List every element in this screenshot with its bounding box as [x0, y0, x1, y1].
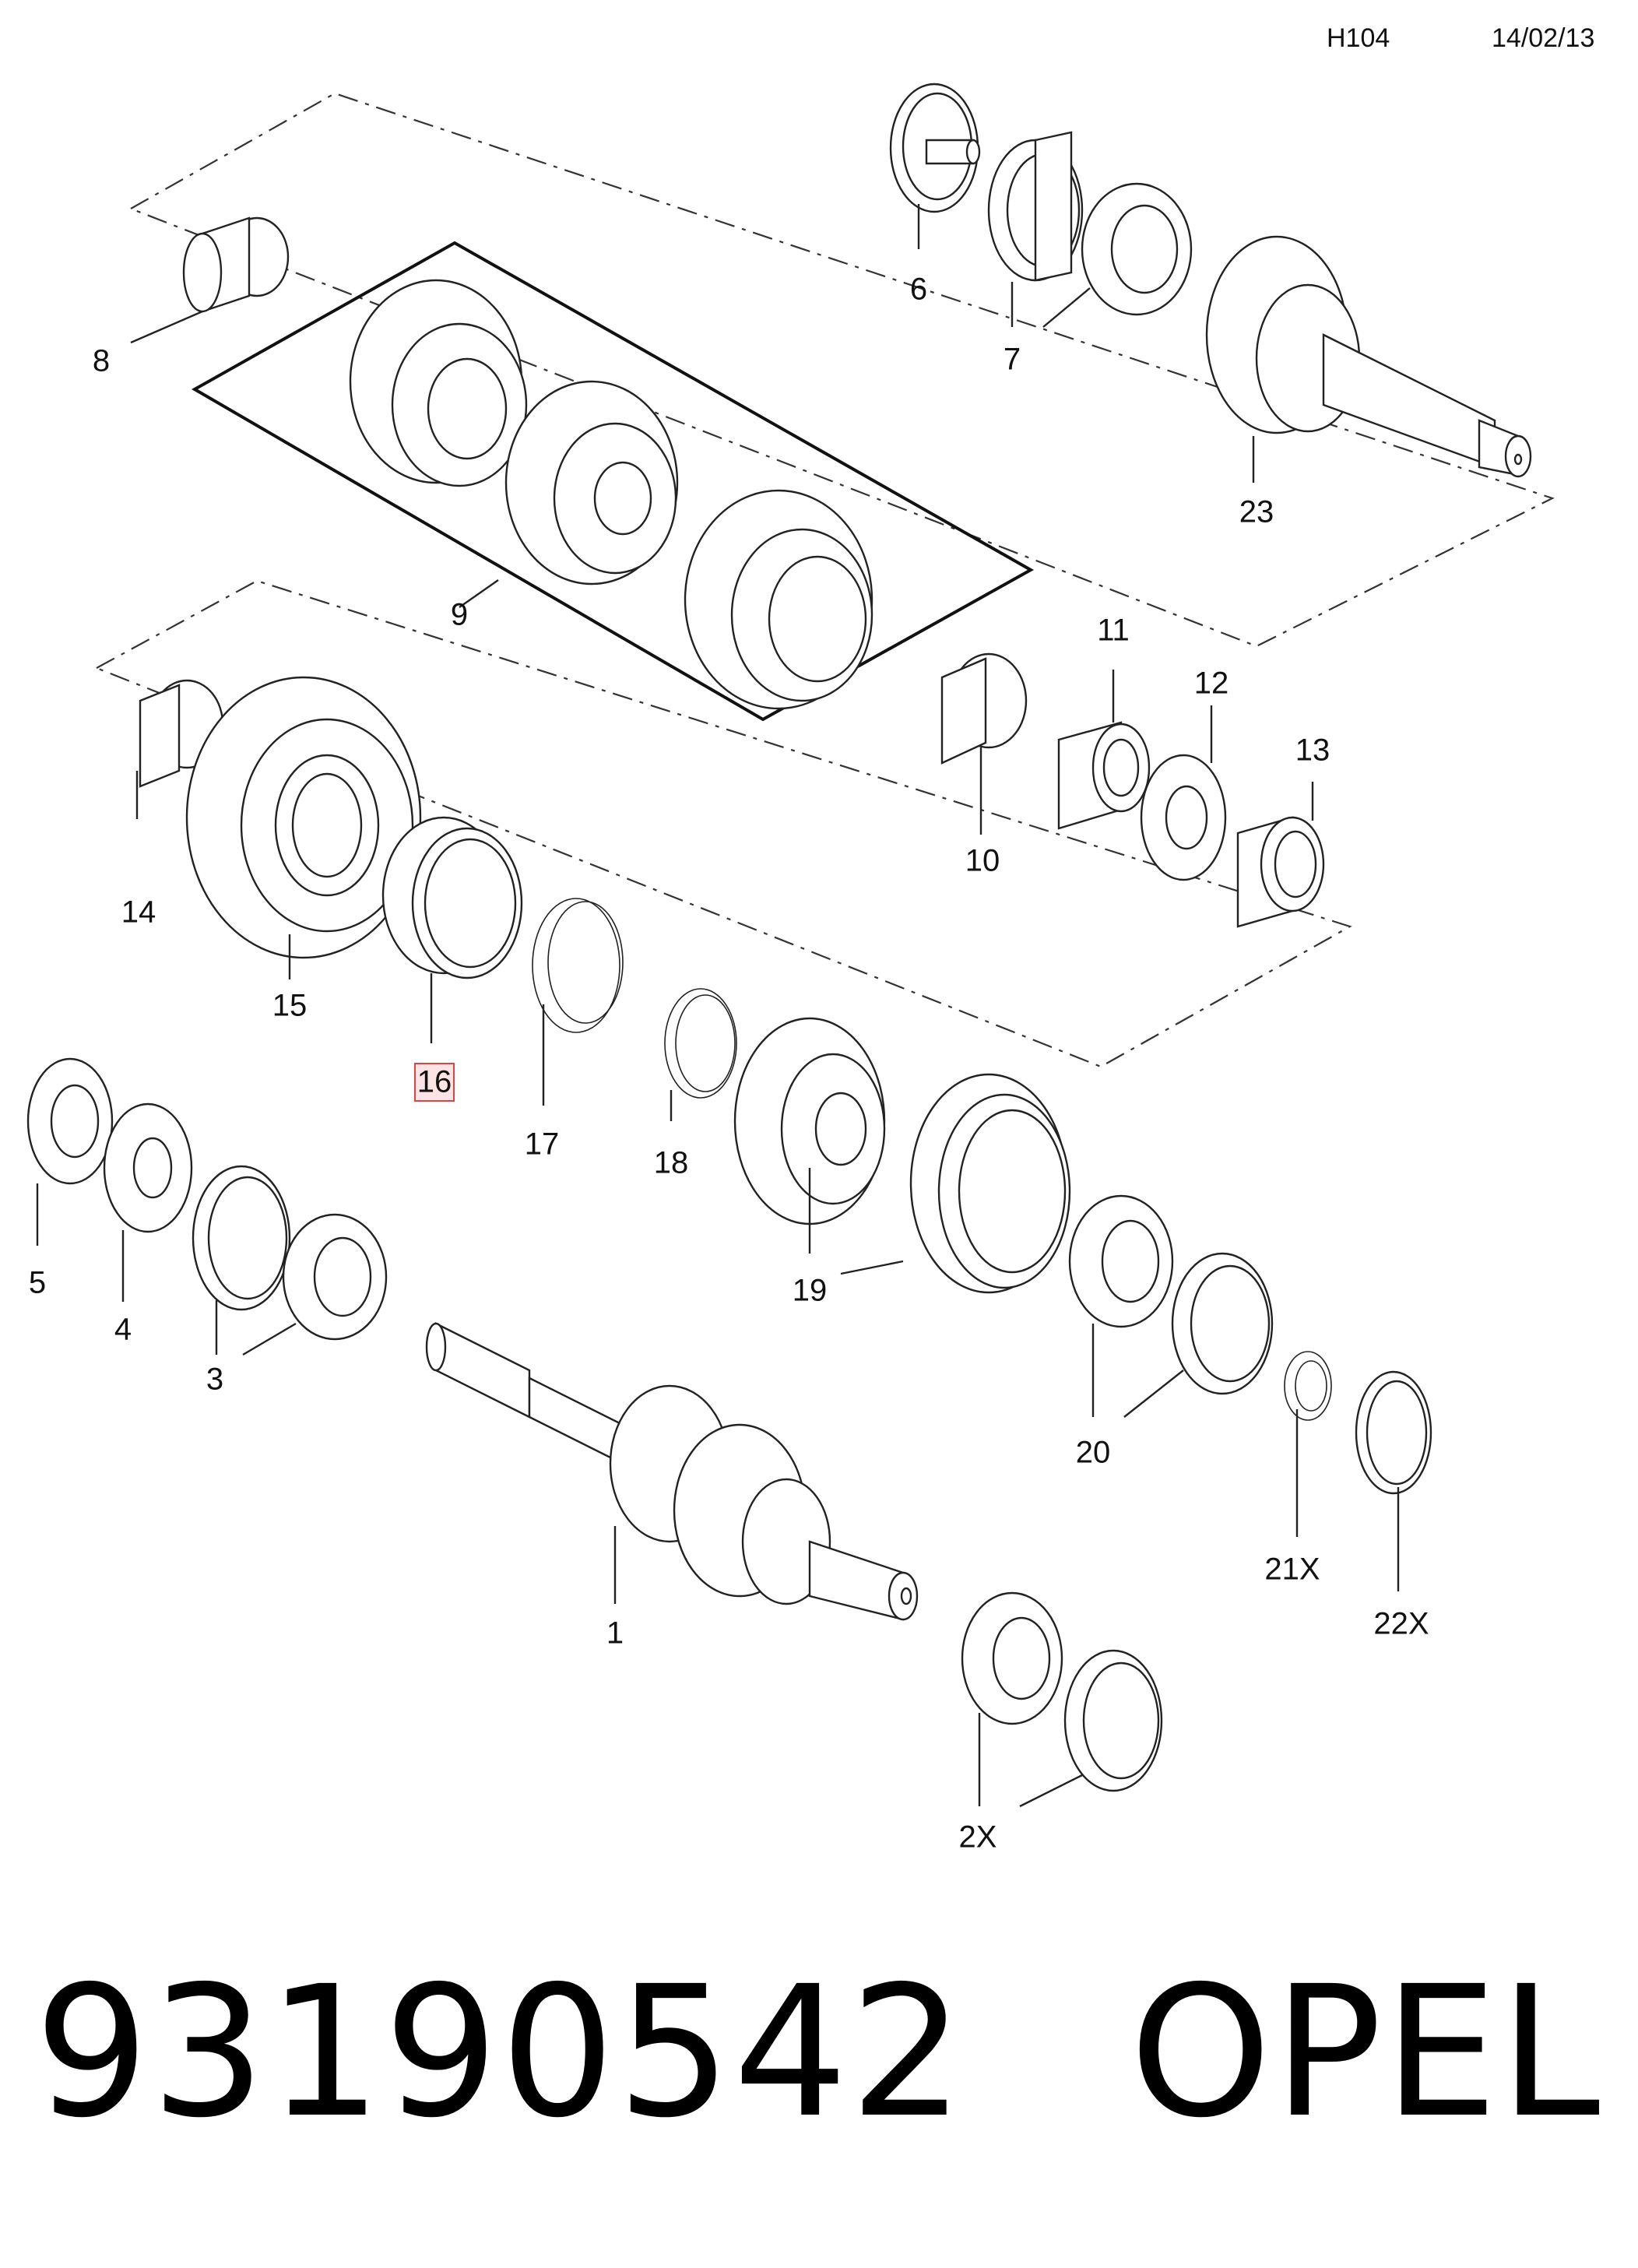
callout-12: 12 — [1194, 666, 1229, 701]
input-shaft-23 — [1205, 235, 1532, 478]
gear-9a — [349, 279, 528, 487]
callout-20: 20 — [1076, 1436, 1111, 1470]
callout-8: 8 — [93, 344, 110, 378]
plug-6 — [889, 83, 981, 213]
callout-18: 18 — [654, 1146, 689, 1180]
callout-19: 19 — [793, 1274, 828, 1308]
needle-bearing-8 — [182, 216, 290, 313]
callout-16: 16 — [417, 1065, 452, 1099]
bushing-11 — [1057, 721, 1151, 830]
callout-9: 9 — [451, 598, 468, 632]
snap-ring-18 — [664, 988, 737, 1099]
callout-2x: 2X — [959, 1820, 997, 1855]
gear-15 — [185, 676, 422, 959]
middle-group-outline — [94, 579, 1352, 1068]
callout-6: 6 — [910, 273, 927, 307]
callout-5: 5 — [29, 1266, 46, 1300]
callout-22x: 22X — [1373, 1607, 1429, 1641]
synchro-kit-box — [191, 241, 1035, 722]
race-2x — [1063, 1649, 1163, 1792]
callout-17: 17 — [525, 1127, 560, 1162]
synchro-hub-19 — [733, 1017, 886, 1225]
synchro-ring-16 — [381, 816, 523, 979]
race-20 — [1171, 1252, 1274, 1395]
callout-10: 10 — [965, 844, 1000, 878]
bushing-13 — [1236, 816, 1325, 928]
callout-23: 23 — [1239, 495, 1274, 529]
callout-15: 15 — [272, 989, 308, 1023]
taper-bearing-7 — [1081, 182, 1193, 316]
callout-13: 13 — [1295, 733, 1330, 768]
taper-bearing-2x — [961, 1591, 1063, 1725]
bearing-race-7 — [987, 131, 1084, 282]
diagram-code: H104 — [1327, 23, 1390, 53]
callout-11: 11 — [1097, 614, 1130, 648]
snap-ring-17 — [532, 898, 624, 1033]
part-number: 93190542 — [34, 1947, 966, 2157]
needle-bearing-10 — [940, 652, 1028, 765]
callout-7: 7 — [1004, 343, 1021, 377]
shim-22x — [1355, 1370, 1432, 1495]
taper-bearing-20 — [1068, 1194, 1174, 1328]
callout-21x: 21X — [1264, 1552, 1320, 1587]
brand-name: OPEL — [1129, 1947, 1602, 2157]
callout-14: 14 — [121, 895, 156, 930]
sleeve-19 — [909, 1073, 1071, 1294]
taper-bearing-3 — [282, 1213, 388, 1341]
callout-3: 3 — [206, 1363, 223, 1397]
output-shaft-1 — [425, 1322, 919, 1621]
diagram-date: 14/02/13 — [1492, 23, 1595, 53]
upper-shaft-group-outline — [128, 92, 1555, 648]
gear-9c — [684, 489, 873, 710]
thrust-washer-12 — [1140, 754, 1227, 881]
synchro-hub-9b — [504, 380, 679, 585]
snap-ring-21x — [1284, 1351, 1332, 1421]
callout-4: 4 — [114, 1313, 132, 1347]
race-3 — [192, 1165, 291, 1311]
shim-4 — [103, 1102, 193, 1233]
leader-lines — [36, 204, 1400, 1808]
highlight-16 — [414, 1063, 455, 1102]
seal-5 — [26, 1057, 114, 1185]
callout-1: 1 — [606, 1616, 624, 1651]
